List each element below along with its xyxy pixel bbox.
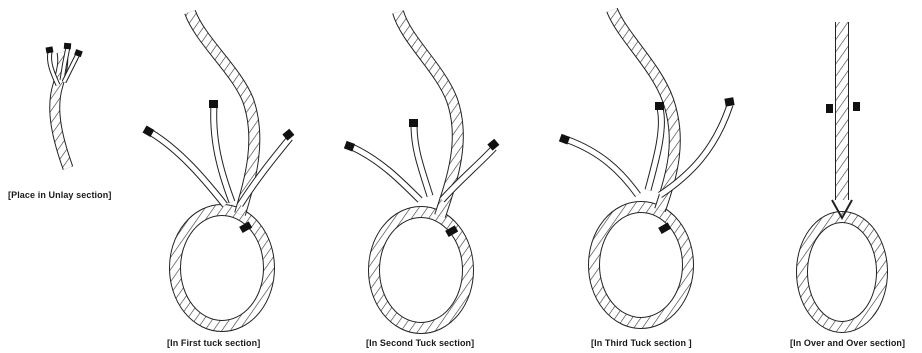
strand [568, 105, 730, 195]
strand [150, 105, 290, 205]
rope-eye [594, 207, 688, 323]
caption-third-tuck: [In Third Tuck section ] [591, 338, 692, 348]
caption-over-and-over: [In Over and Over section] [790, 338, 905, 348]
panel-third-tuck [559, 10, 735, 323]
panel-over-and-over [802, 22, 882, 327]
panel-first-tuck [143, 12, 295, 326]
caption-second-tuck: [In Second Tuck section] [366, 338, 474, 348]
standing-part [832, 22, 852, 218]
caption-first-tuck: [In First tuck section] [167, 338, 260, 348]
panel-second-tuck [344, 12, 500, 328]
caption-unlay: [Place in Unlay section] [8, 190, 111, 200]
strand [352, 125, 494, 200]
rope-eye [802, 217, 882, 327]
rope-eye [175, 210, 269, 326]
panel-unlay [46, 43, 83, 168]
standing-part [612, 10, 675, 210]
